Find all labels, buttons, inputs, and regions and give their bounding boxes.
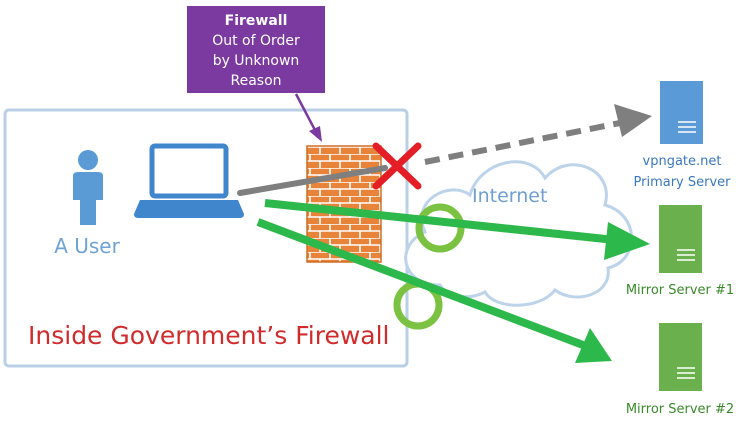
mirror-server-1-label: Mirror Server #1 — [626, 283, 734, 298]
callout-line-2: by Unknown — [213, 53, 300, 69]
mirror-server-1-icon — [659, 205, 702, 273]
mirror2-path — [256, 218, 612, 363]
primary-server-label-line2: Primary Server — [634, 175, 732, 190]
callout-pointer — [294, 93, 322, 142]
callout-line-1: Out of Order — [212, 33, 300, 49]
mirror-server-2-label: Mirror Server #2 — [626, 402, 734, 417]
blocked-x-icon — [372, 142, 422, 190]
user-icon — [73, 150, 103, 225]
mirror1-path — [264, 199, 650, 260]
zone-label: Inside Government’s Firewall — [28, 321, 390, 350]
user-label: A User — [54, 234, 120, 258]
callout-title: Firewall — [225, 13, 288, 29]
callout-line-3: Reason — [230, 73, 281, 89]
firewall-callout: Firewall Out of Order by Unknown Reason — [187, 6, 325, 93]
internet-label: Internet — [472, 185, 547, 207]
primary-server-label-line1: vpngate.net — [643, 154, 722, 169]
primary-server-icon — [660, 81, 703, 144]
mirror-server-2-icon — [659, 323, 702, 391]
blocked-path — [237, 104, 652, 196]
green-ring-upper — [415, 203, 465, 253]
laptop-icon — [134, 143, 244, 218]
